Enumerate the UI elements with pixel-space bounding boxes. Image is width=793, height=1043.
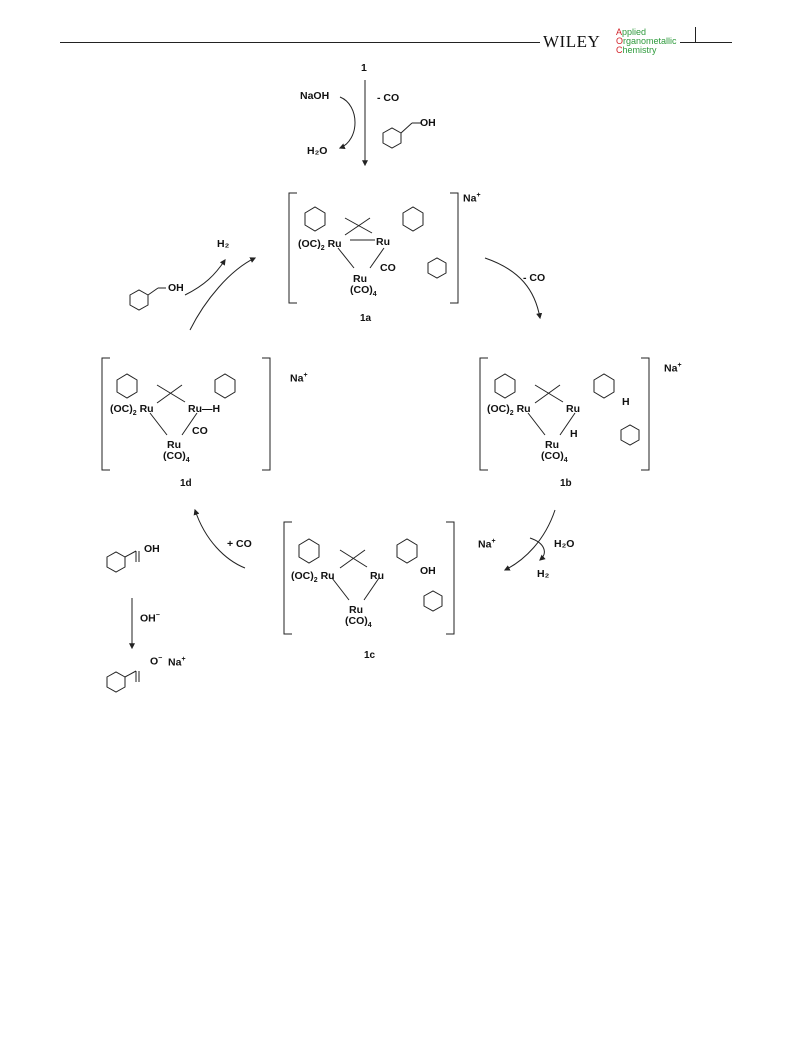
h2o-right-label: H₂O: [554, 538, 575, 550]
bracket-1d-right: [262, 357, 271, 471]
c1d-oc2: (OC)2 Ru: [110, 403, 154, 418]
c1c-ru-right: Ru: [370, 570, 384, 582]
c1d-id: 1d: [180, 478, 192, 489]
bracket-1b-right: [641, 357, 650, 471]
header-rule-right: [680, 42, 732, 43]
c1a-id: 1a: [360, 313, 372, 324]
arrow-1c-1d: [193, 508, 246, 569]
bracket-1c-left: [283, 521, 292, 635]
bracket-1c-right: [446, 521, 455, 635]
c1a-co4: (CO)4: [350, 284, 377, 299]
benzoate-ring: [106, 671, 126, 693]
c1a-ru-bottom: Ru: [353, 273, 367, 285]
benzoate-o-label: O−: [150, 655, 163, 668]
c1a-oc2: (OC)2 Ru: [298, 238, 342, 253]
benzoic-acid-oh-label: OH: [144, 543, 160, 555]
arrow-h2o-h2: [529, 537, 546, 561]
benzyl-ring-top: [382, 127, 402, 149]
bracket-1a-left: [288, 192, 297, 304]
c1a-co: CO: [380, 262, 396, 274]
phenyl-ring-1a: [427, 257, 447, 279]
c1c-id: 1c: [364, 650, 376, 661]
water-out-label: H₂O: [307, 145, 328, 157]
c1c-oc2: (OC)2 Ru: [291, 570, 335, 585]
c1b-id: 1b: [560, 478, 572, 489]
plus-co-label: + CO: [227, 538, 252, 550]
c1c-co4: (CO)4: [345, 615, 372, 630]
c1b-h: H: [570, 428, 578, 440]
c1a-na: Na+: [463, 192, 481, 205]
header-tick: [695, 27, 696, 42]
pyridine-ring-1b-right: [593, 373, 615, 399]
arrow-1a-1b: [484, 257, 543, 320]
c1d-ru-bottom: Ru: [167, 439, 181, 451]
start-compound-label: 1: [361, 62, 367, 74]
c1b-ru-right: Ru: [566, 403, 580, 415]
journal-line-1-rest: pplied: [622, 27, 647, 37]
arrow-1b-1c: [503, 509, 556, 571]
bracket-1a-right: [450, 192, 459, 304]
pyridine-ring-1d-right: [214, 373, 236, 399]
c1d-co4: (CO)4: [163, 450, 190, 465]
phenyl-ring-1c: [423, 590, 443, 612]
pyridine-ring-1c-left: [298, 538, 320, 564]
journal-line-1: Applied: [616, 27, 647, 37]
benzyl-ring-left: [129, 289, 149, 311]
naoh-arc: [338, 96, 356, 149]
arrow-h2-release: [184, 259, 226, 296]
h2-right-label: H₂: [537, 568, 550, 580]
pyridine-ring-1a-right: [402, 206, 424, 232]
pyridine-ring-1d-left: [116, 373, 138, 399]
c1b-ru-bottom: Ru: [545, 439, 559, 451]
journal-line-3: Chemistry: [616, 45, 657, 55]
c1b-co4: (CO)4: [541, 450, 568, 465]
pyridine-ring-1c-right: [396, 538, 418, 564]
c1a-ru-right: Ru: [376, 236, 390, 248]
minus-co-top-label: - CO: [377, 92, 400, 104]
c1d-ru-right: Ru—H: [188, 403, 221, 415]
publisher-logo: WILEY: [543, 32, 601, 51]
c1b-oc2: (OC)2 Ru: [487, 403, 531, 418]
c1c-ru-bottom: Ru: [349, 604, 363, 616]
benzoic-acid-ring: [106, 551, 126, 573]
bracket-1b-left: [479, 357, 488, 471]
bracket-1d-left: [101, 357, 110, 471]
h2-top-label: H₂: [217, 238, 230, 250]
benzyl-oh-top-label: OH: [420, 117, 436, 129]
naoh-label: NaOH: [300, 90, 330, 102]
c1c-oh: OH: [420, 565, 436, 577]
pyridine-ring-1a-left: [304, 206, 326, 232]
phenyl-ring-1b: [620, 424, 640, 446]
journal-line-3-rest: hemistry: [622, 45, 657, 55]
c1b-na: Na+: [664, 362, 682, 375]
journal-line-2: Organometallic: [616, 36, 677, 46]
journal-line-2-rest: rganometallic: [623, 36, 677, 46]
oh-minus-label: OH−: [140, 612, 160, 625]
c1b-h-aldehyde: H: [622, 396, 630, 408]
journal-logo: Applied Organometallic Chemistry: [616, 28, 677, 55]
benzyl-oh-left-label: OH: [168, 282, 184, 294]
c1d-co: CO: [192, 425, 208, 437]
c1d-na: Na+: [290, 372, 308, 385]
benzoate-na-label: Na+: [168, 656, 186, 669]
pyridine-ring-1b-left: [494, 373, 516, 399]
header-rule-left: [60, 42, 540, 43]
arrow-1d-1a: [189, 257, 257, 331]
minus-co-right-label: - CO: [523, 272, 546, 284]
c1c-na: Na+: [478, 538, 496, 551]
